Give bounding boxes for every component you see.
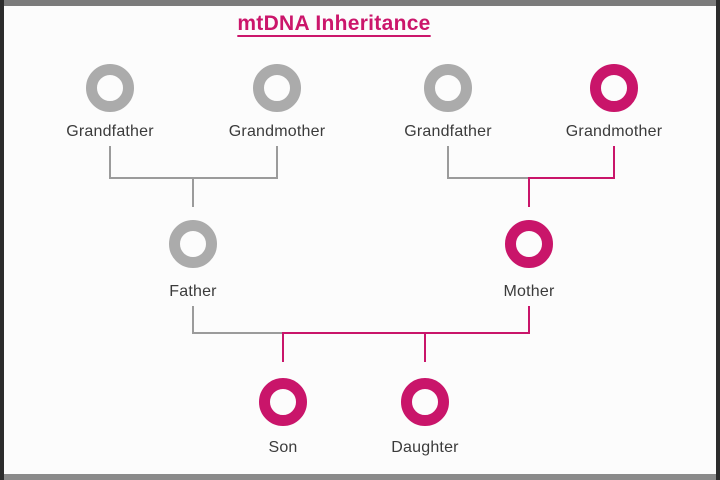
frame-top-bar [0,0,720,6]
connector-paternal-couple-bar [109,177,278,179]
diagram-title: mtDNA Inheritance [237,12,431,35]
maternal-grandfather-node-icon [424,64,472,112]
son-label: Son [268,439,298,456]
connector-maternal-grandfather-down [447,146,449,178]
connector-to-daughter [424,334,426,362]
connector-father-down [192,306,194,333]
paternal-grandfather-label: Grandfather [66,123,154,140]
frame-left-edge [0,0,4,480]
paternal-grandmother-node-icon [253,64,301,112]
frame-bottom-bar [0,474,720,480]
connector-mother-down [528,306,530,333]
maternal-grandmother-label: Grandmother [565,123,663,140]
frame-right-edge [716,0,720,480]
connector-to-mother [528,179,530,207]
connector-to-father [192,179,194,207]
father-label: Father [169,283,217,300]
mother-label: Mother [503,283,555,300]
mother-node-icon [505,220,553,268]
connector-children-bar-pink [282,332,530,334]
daughter-node-icon [401,378,449,426]
connector-maternal-grandmother-down [613,146,615,178]
father-node-icon [169,220,217,268]
maternal-grandfather-label: Grandfather [404,123,492,140]
connector-maternal-couple-bar-pink [528,177,615,179]
connector-paternal-grandmother-down [276,146,278,178]
connector-children-bar-gray [192,332,284,334]
daughter-label: Daughter [391,439,459,456]
maternal-grandmother-node-icon [590,64,638,112]
paternal-grandmother-label: Grandmother [228,123,326,140]
paternal-grandfather-node-icon [86,64,134,112]
connector-paternal-grandfather-down [109,146,111,178]
son-node-icon [259,378,307,426]
connector-maternal-couple-bar-gray [447,177,530,179]
connector-to-son [282,334,284,362]
